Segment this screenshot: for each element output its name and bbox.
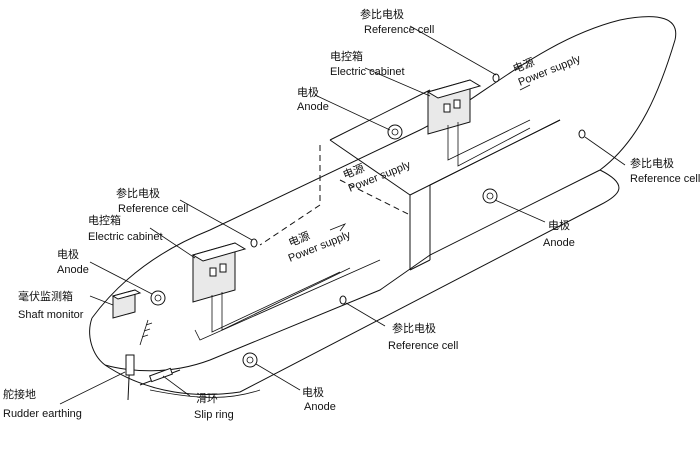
label-ref-cell-bottom: 参比电极 Reference cell (388, 321, 458, 352)
ref-cell-right-en: Reference cell (630, 173, 700, 185)
reference-cells (250, 73, 586, 305)
label-ref-cell-top: 参比电极 Reference cell (360, 7, 434, 36)
rudder-earthing-zh: 舵接地 (3, 387, 36, 401)
ref-cell-top-en: Reference cell (364, 24, 434, 36)
label-rudder-earthing: 舵接地 Rudder earthing (3, 387, 82, 420)
electric-cabinet-rear (426, 79, 482, 152)
anodes (150, 124, 498, 368)
power-supply-middle: 电源 Power supply (341, 159, 413, 195)
label-ref-cell-mid: 参比电极 Reference cell (116, 186, 188, 215)
slip-ring-en: Slip ring (194, 409, 234, 421)
label-cabinet-left: 电控箱 Electric cabinet (88, 213, 163, 243)
label-anode-top: 电极 Anode (297, 85, 329, 113)
ref-cell-mid-zh: 参比电极 (116, 186, 160, 200)
label-anode-left: 电极 Anode (57, 247, 89, 276)
anode-bottom-zh: 电极 (302, 385, 324, 399)
hull-block (259, 89, 561, 271)
shaft-monitor-box (111, 289, 142, 319)
ref-cell-mid (250, 238, 258, 248)
rudder-assembly (125, 319, 181, 401)
power-supply-rear: 电源 Power supply (511, 53, 583, 89)
cabinet-top-en: Electric cabinet (330, 66, 405, 78)
slip-ring-zh: 滑环 (196, 392, 218, 405)
anode-right-zh: 电极 (548, 218, 570, 232)
anode-bottom-en: Anode (304, 401, 336, 413)
label-anode-bottom: 电极 Anode (302, 385, 336, 413)
anode-left-en: Anode (57, 264, 89, 276)
cabinet-left-en: Electric cabinet (88, 231, 163, 243)
anode-top-zh: 电极 (297, 85, 319, 99)
anode-right (482, 188, 498, 204)
shaft-monitor-en: Shaft monitor (18, 309, 84, 321)
electric-cabinet-front (191, 242, 247, 325)
ref-cell-top-zh: 参比电极 (360, 7, 404, 21)
shaft-monitor-zh: 毫伏监测箱 (18, 289, 73, 303)
anode-left-zh: 电极 (57, 247, 79, 261)
anode-left (150, 290, 166, 306)
ref-cell-bottom-en: Reference cell (388, 340, 458, 352)
label-ref-cell-right: 参比电极 Reference cell (630, 156, 700, 185)
rudder-earthing-en: Rudder earthing (3, 408, 82, 420)
ref-cell-right (578, 129, 586, 139)
label-cabinet-top: 电控箱 Electric cabinet (330, 49, 405, 78)
ref-cell-bottom (339, 295, 347, 305)
label-shaft-monitor: 毫伏监测箱 Shaft monitor (18, 289, 84, 321)
anode-top-en: Anode (297, 101, 329, 113)
label-slip-ring: 滑环 Slip ring (194, 392, 234, 421)
anode-right-en: Anode (543, 237, 575, 249)
anode-rear (387, 124, 403, 140)
ref-cell-bottom-zh: 参比电极 (392, 321, 436, 335)
cabinet-left-zh: 电控箱 (88, 213, 121, 227)
label-anode-right: 电极 Anode (543, 218, 575, 249)
power-supply-front: 电源 Power supply (286, 228, 353, 264)
leader-lines (59, 25, 626, 405)
ref-cell-rear (492, 73, 500, 83)
cabinet-top-zh: 电控箱 (330, 49, 363, 63)
anode-bottom (242, 352, 258, 368)
power-cables (194, 84, 531, 341)
ref-cell-mid-en: Reference cell (118, 203, 188, 215)
ref-cell-right-zh: 参比电极 (630, 156, 674, 170)
